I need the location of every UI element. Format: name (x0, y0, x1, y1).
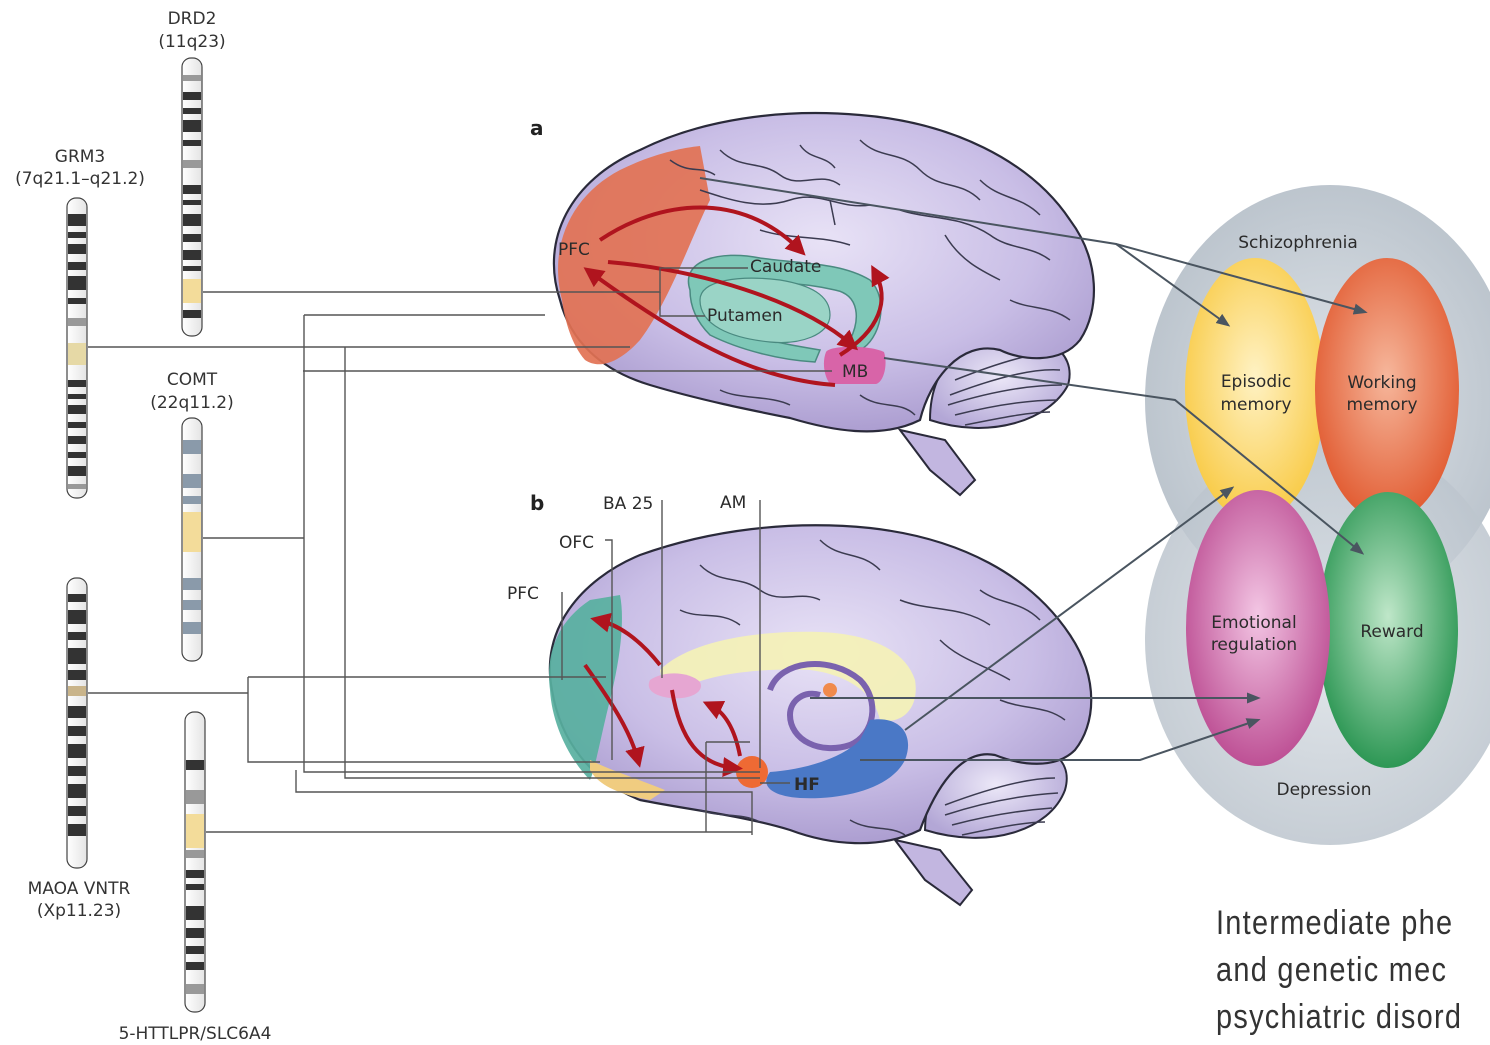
gene-locus-grm3: (7q21.1–q21.2) (15, 169, 145, 189)
reward-label: Reward (1360, 622, 1423, 642)
gene-label-drd2: DRD2 (168, 9, 217, 29)
depression-label: Depression (1276, 780, 1371, 800)
chromosome-drd2 (181, 57, 203, 337)
gene-region-connectors (88, 267, 832, 835)
corpus-callosum-b (660, 631, 916, 721)
gene-locus-maoa: (Xp11.23) (37, 901, 121, 921)
gene-locus-drd2: (11q23) (158, 32, 225, 52)
thalamus-dot-b (823, 683, 837, 697)
gene-label-httlpr: 5-HTTLPR/SLC6A4 (119, 1024, 272, 1044)
figure-caption: Intermediate phe and genetic mec psychiatr… (1216, 900, 1462, 1041)
brain-b (548, 524, 1093, 907)
phenotype-venn (1145, 185, 1490, 845)
chromosome-comt (181, 417, 203, 662)
brain-b-ba25-label: BA 25 (603, 494, 653, 514)
panel-label-a: a (530, 116, 544, 140)
brainstem-a (897, 428, 977, 497)
brain-a-putamen-label: Putamen (707, 306, 783, 326)
working-label-1: Working (1347, 373, 1416, 393)
episodic-label-2: memory (1220, 395, 1291, 415)
chromosome-grm3 (66, 197, 88, 499)
brain-a-pfc-label: PFC (558, 240, 590, 260)
caption-line-1: Intermediate phe (1216, 904, 1454, 942)
brain-b-hf-label: HF (794, 775, 820, 795)
reward-ellipse (1318, 492, 1458, 768)
brain-b-am-label: AM (720, 493, 746, 513)
brain-a-mb-label: MB (842, 362, 868, 382)
pfc-region-a (558, 146, 710, 365)
fornix-b (767, 661, 876, 752)
mb-region-a (823, 346, 886, 384)
gene-locus-comt: (22q11.2) (150, 393, 234, 413)
panel-label-b: b (530, 491, 544, 515)
emotional-label-2: regulation (1211, 635, 1297, 655)
brain-a (552, 111, 1095, 497)
chromosome-maoa (66, 577, 88, 869)
brainstem-b (892, 838, 974, 907)
putamen-a (699, 277, 831, 344)
caption-line-3: psychiatric disord (1216, 998, 1463, 1036)
emotional-label-1: Emotional (1211, 613, 1296, 633)
schizophrenia-label: Schizophrenia (1238, 233, 1358, 253)
hf-region-b (766, 719, 909, 799)
gene-label-grm3: GRM3 (55, 147, 105, 167)
brain-b-ofc-label: OFC (559, 533, 594, 553)
working-memory-ellipse (1315, 258, 1459, 522)
caption-line-2: and genetic mec (1216, 951, 1448, 989)
gene-label-maoa: MAOA VNTR (28, 879, 131, 899)
pfc-region-b (549, 595, 622, 780)
ofc-region-b (590, 760, 665, 800)
brain-b-pfc-label: PFC (507, 584, 539, 604)
brain-a-caudate-label: Caudate (750, 257, 821, 277)
working-label-2: memory (1346, 395, 1417, 415)
chromosome-httlpr (184, 711, 206, 1013)
episodic-label-1: Episodic (1221, 372, 1291, 392)
gene-label-comt: COMT (167, 370, 218, 390)
phenotype-arrows (699, 177, 1368, 761)
ba25-region-b (648, 673, 701, 699)
